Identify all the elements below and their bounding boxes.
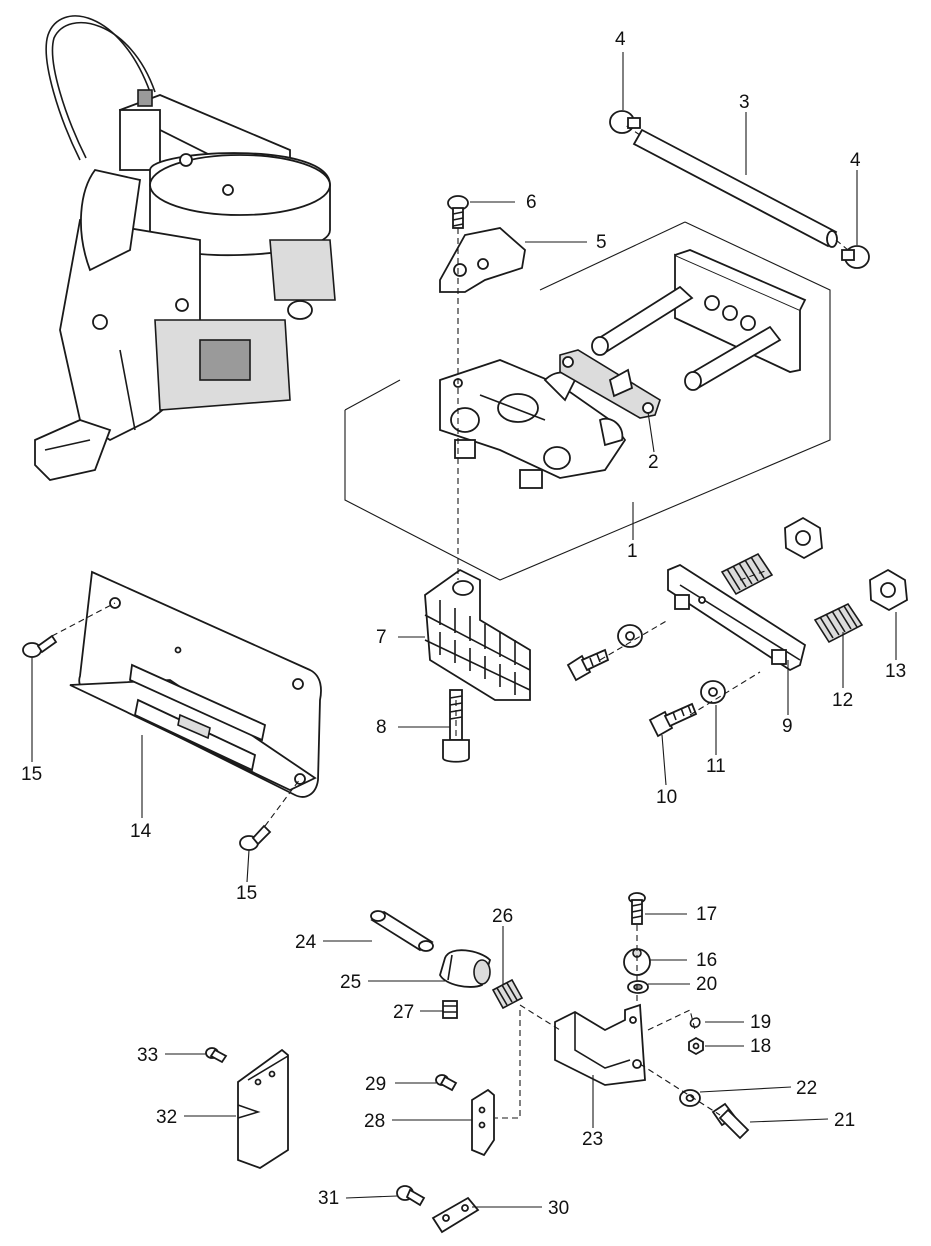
spring-part-12-upper bbox=[720, 552, 774, 596]
lever-part-23 bbox=[554, 1003, 646, 1086]
screw-part-15-bottom bbox=[239, 824, 272, 851]
bracket-part-28 bbox=[471, 1088, 495, 1157]
cap-part-4-top bbox=[609, 110, 641, 134]
callout-22: 22 bbox=[796, 1078, 817, 1099]
nut-part-13-upper bbox=[784, 516, 823, 560]
presser-block-part-1 bbox=[439, 359, 627, 489]
bracket-part-32 bbox=[237, 1048, 289, 1169]
screw-part-33 bbox=[205, 1047, 228, 1064]
callout-13: 13 bbox=[885, 661, 906, 682]
nut-part-13-lower bbox=[869, 568, 908, 612]
washer-part-11-lower bbox=[700, 680, 726, 704]
callout-31: 31 bbox=[318, 1188, 339, 1209]
callout-33: 33 bbox=[137, 1045, 158, 1066]
plate-part-5 bbox=[439, 227, 526, 293]
callout-17: 17 bbox=[696, 904, 717, 925]
callout-21: 21 bbox=[834, 1110, 855, 1131]
callout-1: 1 bbox=[627, 541, 638, 562]
callout-4-top: 4 bbox=[615, 29, 626, 50]
callout-23: 23 bbox=[582, 1129, 603, 1150]
callout-7: 7 bbox=[376, 627, 387, 648]
callout-19: 19 bbox=[750, 1012, 771, 1033]
ball-part-16 bbox=[623, 948, 651, 976]
callout-16: 16 bbox=[696, 950, 717, 971]
clip-part-19 bbox=[689, 1017, 701, 1028]
callout-15-left: 15 bbox=[21, 764, 42, 785]
callout-25: 25 bbox=[340, 972, 361, 993]
washer-part-22 bbox=[679, 1089, 701, 1107]
washer-part-11-upper bbox=[617, 624, 643, 648]
nut-part-18 bbox=[688, 1036, 704, 1056]
callout-29: 29 bbox=[365, 1074, 386, 1095]
screw-part-31 bbox=[396, 1185, 426, 1207]
spring-part-12-lower bbox=[813, 602, 864, 644]
throat-plate-part-14 bbox=[69, 570, 322, 798]
screw-part-17 bbox=[628, 892, 646, 925]
callout-20: 20 bbox=[696, 974, 717, 995]
callout-15-bottom: 15 bbox=[236, 883, 257, 904]
screw-part-29 bbox=[435, 1074, 458, 1092]
screw-part-10-upper bbox=[566, 648, 610, 682]
washer-part-20 bbox=[627, 980, 649, 994]
callout-18: 18 bbox=[750, 1036, 771, 1057]
spring-part-26 bbox=[491, 978, 524, 1010]
callout-30: 30 bbox=[548, 1198, 569, 1219]
callout-10: 10 bbox=[656, 787, 677, 808]
callout-5: 5 bbox=[596, 232, 607, 253]
callout-32: 32 bbox=[156, 1107, 177, 1128]
screw-part-21 bbox=[711, 1102, 750, 1140]
screw-part-15-left bbox=[22, 634, 58, 658]
leader-lines bbox=[31, 52, 897, 1208]
callout-4-right: 4 bbox=[850, 150, 861, 171]
callout-8: 8 bbox=[376, 717, 387, 738]
callout-12: 12 bbox=[832, 690, 853, 711]
screw-part-10-lower bbox=[648, 702, 698, 738]
feed-dog-part-7 bbox=[424, 568, 531, 701]
screw-part-6 bbox=[447, 195, 469, 229]
callout-9: 9 bbox=[782, 716, 793, 737]
callout-24: 24 bbox=[295, 932, 317, 953]
bar-part-9 bbox=[667, 563, 807, 672]
machine-head-illustration bbox=[34, 15, 336, 481]
pin-part-24 bbox=[370, 910, 434, 952]
callout-6: 6 bbox=[526, 192, 537, 213]
callout-28: 28 bbox=[364, 1111, 385, 1132]
callout-2: 2 bbox=[648, 452, 659, 473]
bracket-with-rods bbox=[591, 249, 807, 391]
assembly-center-lines bbox=[51, 124, 849, 1119]
callout-26: 26 bbox=[492, 906, 513, 927]
bushing-part-25 bbox=[439, 949, 492, 988]
shaft-part-3 bbox=[632, 128, 838, 248]
callout-labels: 1 2 3 4 4 5 6 7 8 9 10 11 12 13 14 15 15… bbox=[21, 29, 906, 1219]
callout-27: 27 bbox=[393, 1002, 414, 1023]
assembly-1-outline bbox=[344, 221, 831, 581]
plate-part-30 bbox=[431, 1196, 480, 1234]
callout-3: 3 bbox=[739, 92, 750, 113]
link-plate-part-2 bbox=[559, 349, 661, 419]
cap-part-4-right bbox=[841, 245, 870, 269]
callout-14: 14 bbox=[130, 821, 152, 842]
callout-11: 11 bbox=[706, 756, 726, 777]
setscrew-part-27 bbox=[442, 1000, 458, 1019]
